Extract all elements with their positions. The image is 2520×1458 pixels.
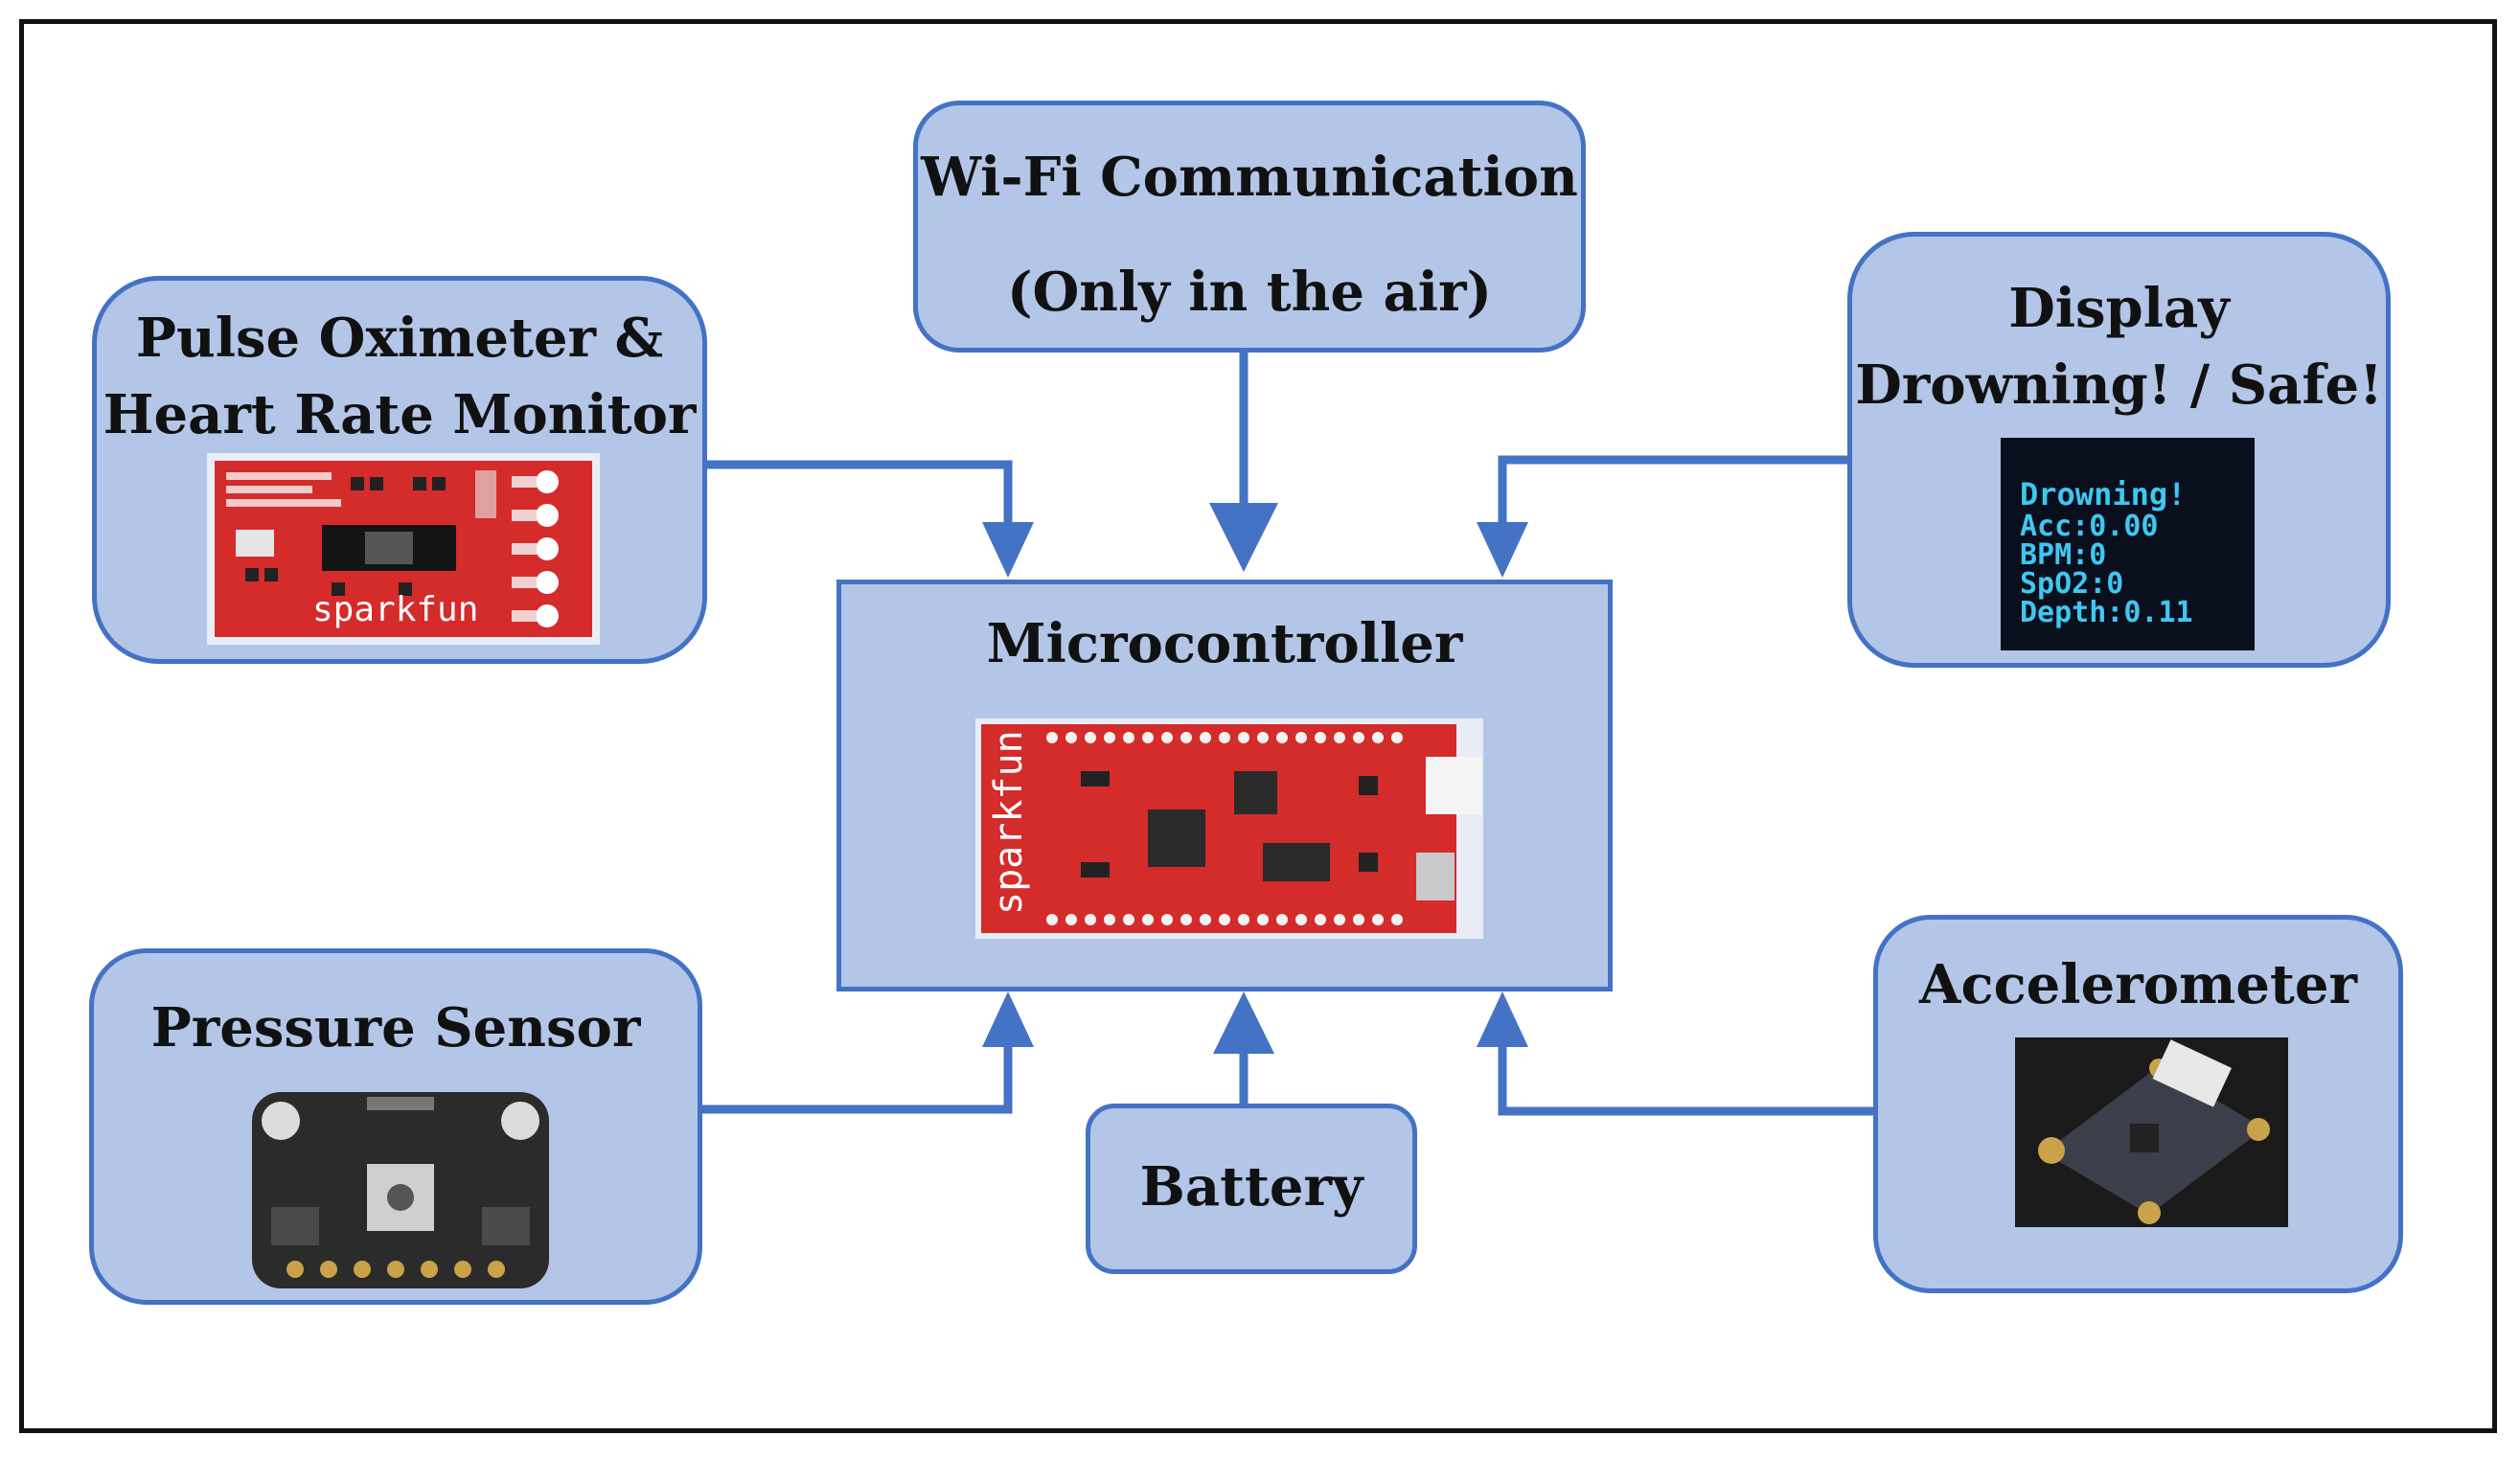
accelerometer-board-image [2015,1037,2288,1227]
arrowhead-battery [1213,991,1274,1054]
pressure-title: Pressure Sensor [150,996,641,1059]
wifi-title: Wi-Fi Communication [921,146,1578,209]
screen-line-3: BPM:0 [2020,538,2106,572]
arrowhead-display [1477,522,1528,578]
connector-display-to-mcu [1498,455,1847,522]
microcontroller-title: Microcontroller [986,612,1463,675]
svg-text:sparkfun: sparkfun [987,730,1031,915]
svg-text:sparkfun: sparkfun [312,590,478,629]
screen-line-2: Acc:0.00 [2020,510,2159,543]
connector-pulse-to-mcu [707,460,1013,522]
screen-line-5: Depth:0.11 [2020,596,2193,629]
wifi-node: Wi-Fi Communication (Only in the air) [913,101,1586,353]
oled-screen-image: Drowning! Acc:0.00 BPM:0 SpO2:0 Depth:0.… [2001,438,2255,650]
display-node: Display Drowning! / Safe! Drowning! Acc:… [1847,232,2391,668]
wifi-subtitle: (Only in the air) [1006,261,1493,324]
pulse-title-line1: Pulse Oximeter & [135,307,664,370]
screen-line-4: SpO2:0 [2020,567,2123,601]
pressure-sensor-board-image [252,1092,549,1288]
pulse-oximeter-board-image: sparkfun [207,453,600,645]
display-status-label: Drowning! / Safe! [1855,353,2383,417]
accelerometer-title: Accelerometer [1919,953,2357,1016]
battery-title: Battery [1139,1155,1363,1219]
arrowhead-pressure [982,991,1034,1047]
microcontroller-board-image: sparkfun [975,718,1483,939]
pressure-sensor-node: Pressure Sensor [89,948,702,1305]
display-title: Display [2008,277,2230,340]
connector-pressure-to-mcu [702,1037,1013,1114]
microcontroller-node: Microcontroller sparkfun [836,580,1613,991]
pulse-oximeter-node: Pulse Oximeter & Heart Rate Monitor spar… [92,276,707,664]
battery-node: Battery [1086,1104,1417,1274]
screen-line-1: Drowning! [2020,476,2186,513]
accelerometer-node: Accelerometer [1873,915,2403,1293]
arrowhead-wifi [1209,503,1278,572]
connector-accel-to-mcu [1498,1037,1873,1116]
pulse-title-line2: Heart Rate Monitor [103,383,697,446]
arrowhead-pulse [982,522,1034,578]
arrowhead-accel [1477,991,1528,1047]
